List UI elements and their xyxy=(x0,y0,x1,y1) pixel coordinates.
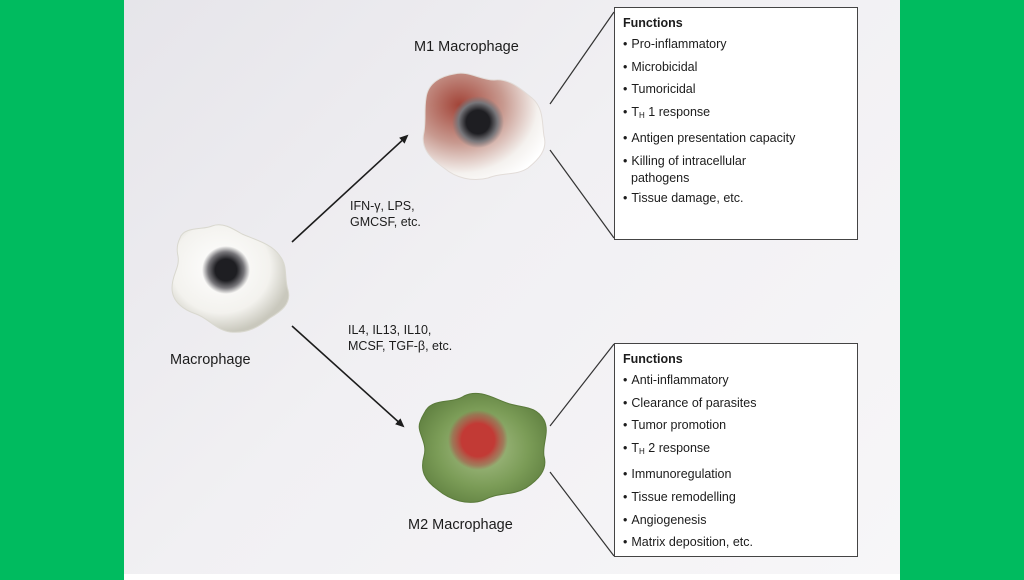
m1-stimuli-label: IFN-γ, LPS, GMCSF, etc. xyxy=(350,199,421,230)
naive-macrophage-cell xyxy=(171,224,290,333)
list-item: •Tissue damage, etc. xyxy=(623,190,744,205)
m1-stimuli-line-2: GMCSF, etc. xyxy=(350,214,421,229)
list-item: •TH 1 response xyxy=(623,104,711,120)
m1-macrophage-label: M1 Macrophage xyxy=(414,39,519,55)
m2-callout-bottom-line xyxy=(549,471,615,557)
bottom-strip xyxy=(124,574,900,580)
list-item: •Anti-inflammatory xyxy=(623,373,729,387)
macrophage-label: Macrophage xyxy=(170,352,251,368)
m1-functions-list: •Pro-inflammatory •Microbicidal •Tumoric… xyxy=(623,33,849,210)
list-item: •Clearance of parasites xyxy=(623,395,757,410)
m2-nucleus xyxy=(448,410,508,470)
m1-callout-top-line xyxy=(549,11,615,105)
list-item: •TH 2 response xyxy=(623,440,711,456)
m2-stimuli-label: IL4, IL13, IL10, MCSF, TGF-β, etc. xyxy=(348,323,452,354)
arrow-to-m1 xyxy=(291,134,409,243)
list-item: •Microbicidal xyxy=(623,59,698,74)
list-item: •Angiogenesis xyxy=(623,512,707,527)
m2-macrophage-label: M2 Macrophage xyxy=(408,517,513,533)
list-item: •Tissue remodelling xyxy=(623,489,736,504)
m1-nucleus xyxy=(452,96,504,148)
diagram-panel: M1 Macrophage M2 Macrophage Macrophage I… xyxy=(124,0,900,580)
arrow-to-m2 xyxy=(291,325,405,428)
list-item: •Killing of intracellular pathogens xyxy=(623,153,747,185)
m2-stimuli-line-1: IL4, IL13, IL10, xyxy=(348,323,432,337)
m1-functions-heading: Functions xyxy=(623,16,683,30)
m2-stimuli-line-2: MCSF, TGF-β, etc. xyxy=(348,338,453,353)
list-item: •Tumoricidal xyxy=(623,82,696,97)
m2-functions-heading: Functions xyxy=(623,352,683,366)
list-item: •Pro-inflammatory xyxy=(623,37,727,51)
m1-callout-bottom-line xyxy=(549,149,615,239)
m2-callout-top-line xyxy=(549,343,615,427)
list-item: •Immunoregulation xyxy=(623,467,732,482)
list-item: •Tumor promotion xyxy=(623,418,727,433)
m2-macrophage-cell xyxy=(418,392,547,503)
diagram-graphics xyxy=(171,11,615,557)
list-item: •Antigen presentation capacity xyxy=(623,131,796,146)
m2-functions-list: •Anti-inflammatory •Clearance of parasit… xyxy=(623,369,849,554)
m2-functions-box: Functions •Anti-inflammatory •Clearance … xyxy=(614,343,858,557)
naive-nucleus xyxy=(202,246,250,294)
m1-macrophage-cell xyxy=(422,72,546,181)
m1-stimuli-line-1: IFN-γ, LPS, xyxy=(350,199,415,213)
list-item: •Matrix deposition, etc. xyxy=(623,535,753,550)
m1-functions-box: Functions •Pro-inflammatory •Microbicida… xyxy=(614,7,858,240)
